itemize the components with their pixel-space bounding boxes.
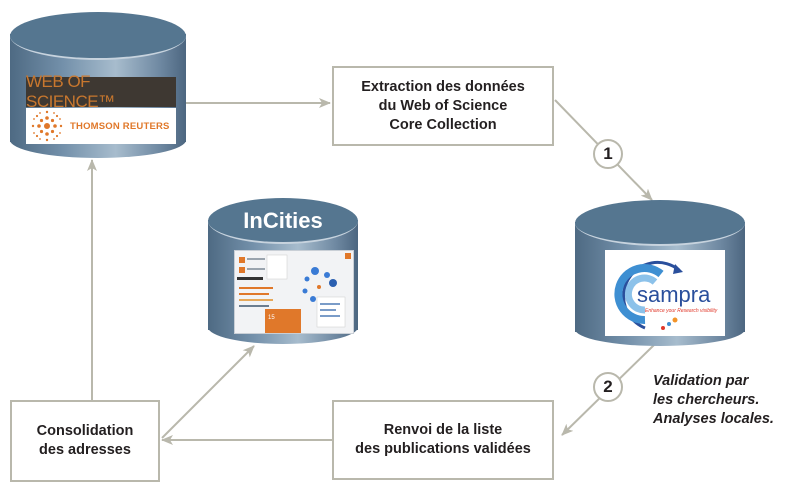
sampra-database: sampra Enhance your Research visibility xyxy=(575,200,745,348)
sampra-logo-graphic: sampra Enhance your Research visibility xyxy=(605,250,725,336)
incities-dashboard-graphic: 15 xyxy=(235,251,353,333)
validation-note: Validation par les chercheurs. Analyses … xyxy=(653,372,774,429)
incities-database: InCities 15 xyxy=(208,198,358,346)
step-2-number: 2 xyxy=(603,377,613,396)
renvoi-line-2: des publications validées xyxy=(355,441,531,457)
renvoi-line-1: Renvoi de la liste xyxy=(383,422,503,438)
extraction-line-2: du Web of Science xyxy=(378,97,508,114)
web-of-science-logo: WEB OF SCIENCE™ xyxy=(26,72,176,111)
thomson-reuters-label: THOMSON REUTERS xyxy=(70,120,170,132)
web-of-science-database: WEB OF SCIENCE™ xyxy=(10,12,186,160)
thomson-reuters-dots-icon xyxy=(31,110,63,142)
step-1-number: 1 xyxy=(603,144,613,163)
consolidation-step-box: Consolidation des adresses xyxy=(10,400,160,482)
extraction-line-3: Core Collection xyxy=(389,116,497,133)
step-2-badge: 2 xyxy=(593,372,623,402)
incities-dashboard-screenshot: 15 xyxy=(234,250,354,334)
sampra-logo: sampra Enhance your Research visibility xyxy=(605,250,725,336)
extraction-line-1: Extraction des données xyxy=(361,78,525,95)
step-1-badge: 1 xyxy=(593,139,623,169)
incities-badge-number: 15 xyxy=(268,315,275,321)
note-line-1: Validation par xyxy=(653,373,749,389)
sampra-logo-text: sampra xyxy=(637,282,711,307)
extraction-step-box: Extraction des données du Web of Science… xyxy=(332,66,554,146)
consolidation-line-2: des adresses xyxy=(39,442,131,458)
incities-title: InCities xyxy=(243,208,323,233)
sampra-tagline: Enhance your Research visibility xyxy=(645,308,718,314)
thomson-reuters-logo: THOMSON REUTERS xyxy=(26,108,176,144)
renvoi-step-box: Renvoi de la liste des publications vali… xyxy=(332,400,554,480)
arrow-consolidation-to-incities xyxy=(161,345,255,439)
note-line-3: Analyses locales. xyxy=(653,411,774,427)
web-of-science-label: WEB OF SCIENCE™ xyxy=(26,72,115,111)
consolidation-line-1: Consolidation xyxy=(36,423,134,439)
note-line-2: les chercheurs. xyxy=(653,392,760,408)
